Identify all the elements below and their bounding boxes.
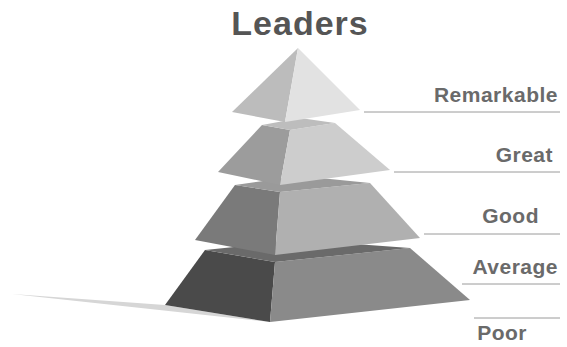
tier-face bbox=[275, 183, 420, 255]
tier-face bbox=[195, 185, 280, 255]
level-label: Remarkable bbox=[434, 82, 558, 108]
tier-face bbox=[285, 48, 360, 122]
level-label: Average bbox=[472, 254, 558, 280]
diagram-title: Leaders bbox=[0, 3, 567, 43]
label-rule bbox=[474, 318, 560, 319]
level-label: Good bbox=[482, 203, 539, 229]
label-rule bbox=[394, 172, 560, 173]
tier-face bbox=[280, 123, 390, 185]
label-rule bbox=[364, 112, 560, 113]
tier-face bbox=[165, 250, 275, 322]
level-label: Great bbox=[496, 142, 553, 168]
tier-face bbox=[218, 125, 290, 185]
label-rule bbox=[462, 284, 560, 285]
level-label: Poor bbox=[477, 320, 527, 346]
label-rule bbox=[424, 234, 560, 235]
